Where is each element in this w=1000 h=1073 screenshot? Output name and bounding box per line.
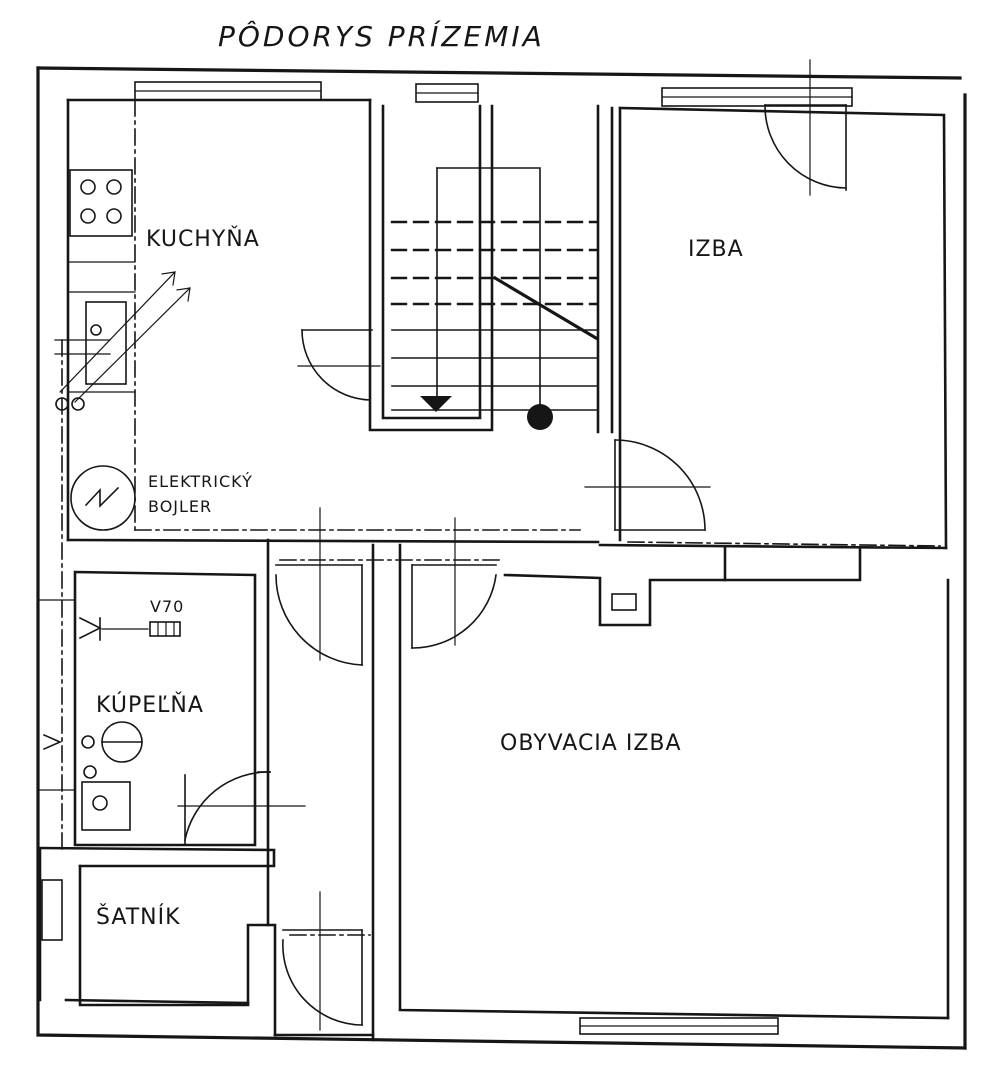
stair-arrow-icon [420, 396, 452, 412]
door[interactable] [764, 59, 847, 196]
boiler-label-line1: ELEKTRICKÝ [148, 472, 253, 491]
washbasin-icon [81, 765, 131, 831]
room-label-bathroom: KÚPEĽŇA [96, 692, 204, 718]
plan-title: PÔDORYS PRÍZEMIA [218, 19, 545, 53]
room-label-izba: IZBA [688, 237, 744, 262]
doors [177, 59, 847, 1031]
door[interactable] [584, 439, 711, 531]
radiator-icon [78, 616, 181, 641]
door[interactable] [275, 507, 363, 666]
boiler-icon [70, 465, 136, 531]
outer-walls [36, 66, 967, 1050]
radiator-code: V70 [150, 597, 184, 616]
door[interactable] [177, 771, 306, 846]
door[interactable] [297, 329, 381, 401]
door[interactable] [411, 517, 497, 649]
staircase [390, 167, 599, 430]
room-label-living-room: OBYVACIA IZBA [500, 731, 682, 756]
toilet-icon [42, 721, 143, 763]
boiler-label-line2: BOJLER [148, 497, 212, 516]
stove-icon [69, 169, 133, 237]
windows [41, 81, 853, 1035]
chimney-icon [611, 593, 637, 611]
kitchen-equipment: ELEKTRICKÝ BOJLER [54, 169, 253, 531]
door[interactable] [282, 891, 363, 1031]
room-label-kitchen: KUCHYŇA [146, 226, 260, 252]
interior-walls [38, 98, 950, 1042]
room-label-wardrobe: ŠATNÍK [96, 904, 181, 930]
construction-lines [61, 99, 941, 936]
bathroom-equipment: V70 [39, 597, 184, 831]
sink-icon [85, 301, 127, 385]
